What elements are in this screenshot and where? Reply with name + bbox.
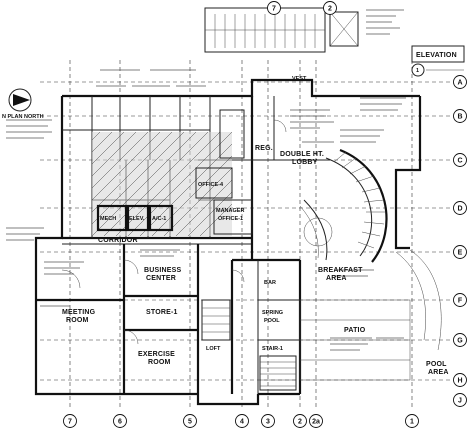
grid-bottom-4-label: 3 xyxy=(266,419,270,426)
building-walls xyxy=(34,78,422,406)
room-labels: REG. DOUBLE HT. LOBBY CORRIDOR BUSINESS … xyxy=(62,76,449,376)
label-store: STORE-1 xyxy=(146,309,178,316)
grid-right-6-circle xyxy=(453,333,467,347)
grid-bottom-4-circle xyxy=(261,414,275,428)
grid-right-5-label: F xyxy=(458,298,463,305)
grid-right-3-circle xyxy=(453,201,467,215)
grid-bottom-6-label: 2a xyxy=(312,419,320,426)
label-elev: ELEV. xyxy=(129,216,145,222)
label-vest: VEST. xyxy=(292,76,308,82)
grid-top-1-label: 2 xyxy=(328,6,332,13)
label-meeting-1: MEETING xyxy=(62,309,96,316)
grid-bottom-3-label: 4 xyxy=(240,419,244,426)
label-mech: MECH xyxy=(100,216,116,222)
label-reg: REG. xyxy=(255,145,273,152)
north-arrow: N PLAN NORTH xyxy=(2,88,44,120)
north-label: N PLAN NORTH xyxy=(2,114,44,120)
grid-bottom-3-circle xyxy=(235,414,249,428)
grid-right-0-circle xyxy=(453,75,467,89)
grid-bottom-1-circle xyxy=(113,414,127,428)
label-manager-2: OFFICE-1 xyxy=(218,216,243,222)
label-exercise-2: ROOM xyxy=(148,359,171,366)
grid-bottom-7-circle xyxy=(405,414,419,428)
grid-right-2-circle xyxy=(453,153,467,167)
grid-right-8-label: J xyxy=(458,398,462,405)
label-loft: LOFT xyxy=(206,346,221,352)
label-office: OFFICE-4 xyxy=(198,182,224,188)
label-breakfast-2: AREA xyxy=(326,275,347,282)
grid-right-4-circle xyxy=(453,245,467,259)
label-corridor: CORRIDOR xyxy=(98,237,138,244)
door-swings xyxy=(61,119,287,345)
grid-bottom-5-label: 2 xyxy=(298,419,302,426)
grid-top-1-circle xyxy=(323,1,337,15)
grid-right-7-circle xyxy=(453,373,467,387)
grid-bottom-7-label: 1 xyxy=(410,419,414,426)
label-patio: PATIO xyxy=(344,327,366,334)
elevation-callout: ELEVATION 1 xyxy=(411,45,465,77)
circle-tag: 1 xyxy=(416,68,419,74)
label-pool-1: POOL xyxy=(426,361,447,368)
grid-right-8-circle xyxy=(453,393,467,407)
grid-right-5-circle xyxy=(453,293,467,307)
label-business-2: CENTER xyxy=(146,275,176,282)
label-exercise-1: EXERCISE xyxy=(138,351,175,358)
grid-right-4-label: E xyxy=(458,250,463,257)
label-lobby-2: LOBBY xyxy=(292,159,318,166)
grid-bottom-6-circle xyxy=(309,414,323,428)
label-bar: BAR xyxy=(264,280,276,286)
grid-right-6-label: G xyxy=(457,338,463,345)
label-spa-1: SPRING xyxy=(262,310,283,316)
label-stair: STAIR-1 xyxy=(262,346,283,352)
label-pool-2: AREA xyxy=(428,369,449,376)
label-manager-1: MANAGER xyxy=(216,208,244,214)
lobby-stair xyxy=(299,148,388,263)
label-meeting-2: ROOM xyxy=(66,317,89,324)
grid-right-2-label: C xyxy=(457,158,462,165)
top-entrance xyxy=(204,7,359,53)
label-spa-2: POOL xyxy=(264,318,280,324)
label-breakfast-1: BREAKFAST xyxy=(318,267,363,274)
service-core-hatch xyxy=(91,131,233,237)
grid-bottom-1-label: 6 xyxy=(118,419,122,426)
grid-right-1-circle xyxy=(453,109,467,123)
grid-right-0-label: A xyxy=(457,80,462,87)
grid-top-0-circle xyxy=(267,1,281,15)
grid-bottom-2-label: 5 xyxy=(188,419,192,426)
grid-right-1-label: B xyxy=(457,114,462,121)
annotation-scribbles xyxy=(6,9,406,351)
grid-bottom-2-circle xyxy=(183,414,197,428)
grid-right-3-label: D xyxy=(457,206,462,213)
exterior-shading xyxy=(299,249,442,381)
label-aic: A/C-1 xyxy=(152,216,166,222)
grid-top-0-label: 7 xyxy=(272,6,276,13)
grid-bottom-0-circle xyxy=(63,414,77,428)
grid-bottom-5-circle xyxy=(293,414,307,428)
elevation-title: ELEVATION xyxy=(416,52,457,59)
label-business-1: BUSINESS xyxy=(144,267,182,274)
small-stairs xyxy=(201,299,297,391)
service-rooms xyxy=(96,109,253,235)
grid-right-7-label: H xyxy=(457,378,462,385)
label-lobby-1: DOUBLE HT. xyxy=(280,151,324,158)
grid-bottom-0-label: 7 xyxy=(68,419,72,426)
